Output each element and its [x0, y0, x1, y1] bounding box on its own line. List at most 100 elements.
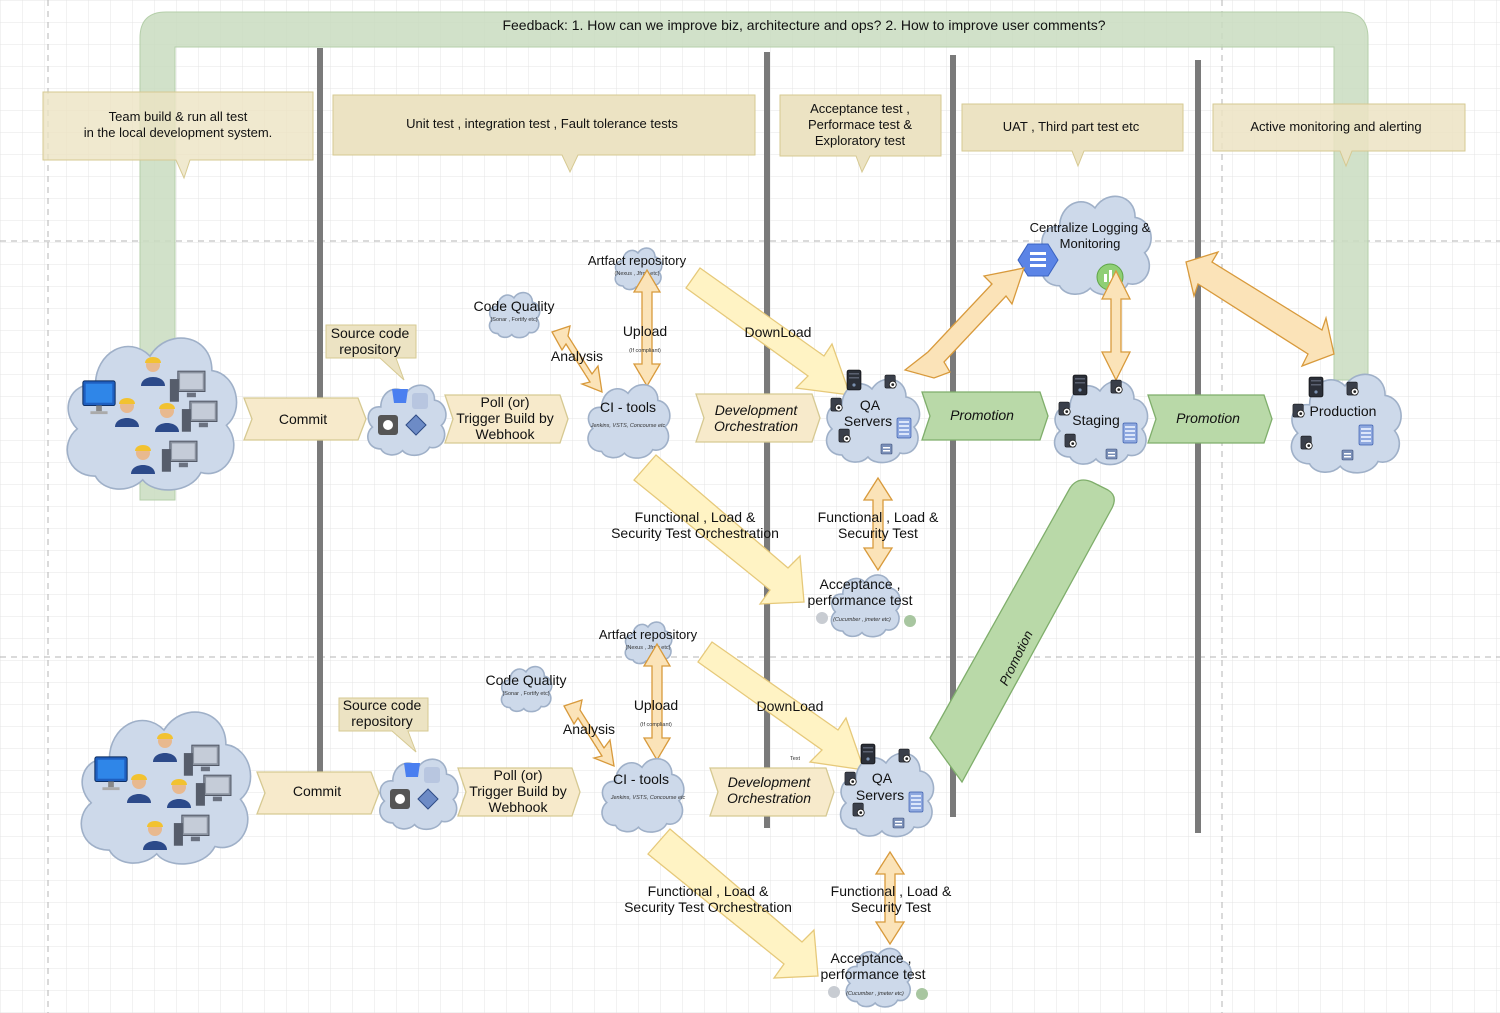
code-quality-sub: (Sonar , Fortify etc): [502, 691, 549, 697]
commit-arrow: Commit: [256, 771, 380, 815]
promotion-label-2: Promotion: [1176, 410, 1240, 426]
stray-text-label: Text: [790, 756, 801, 762]
callout-monitoring-text: Active monitoring and alerting: [1250, 119, 1421, 134]
artifact-label: Artfact repository: [588, 253, 687, 268]
production-logging-double-arrow: [1185, 250, 1335, 368]
tool-icon: [916, 988, 928, 1000]
callout-unit-test: Unit test , integration test , Fault tol…: [332, 94, 756, 174]
svg-text:Acceptance ,performance test: Acceptance ,performance test: [807, 576, 912, 608]
source-repo-line1: Source code: [331, 325, 410, 341]
functional-test-line2: Security Test: [838, 525, 918, 541]
acc-perf-sub: (Cucumber , jmeter etc): [846, 991, 904, 997]
promotion-label-1: Promotion: [950, 407, 1014, 423]
analysis-double-arrow: Analysis: [551, 325, 603, 394]
callout-monitoring: Active monitoring and alerting: [1212, 103, 1466, 168]
dev-orch-line2: Orchestration: [714, 418, 798, 434]
tool-icon: [904, 615, 916, 627]
qa-line1: QA: [872, 770, 893, 786]
artifact-sub: (Nexus , Jfrog etc): [615, 271, 660, 277]
functional-test-double-arrow: Functional , Load &Security Test: [831, 850, 952, 946]
functional-orchestration-arrow: Functional , Load &Security Test Orchest…: [624, 828, 819, 979]
qa-logging-double-arrow: [903, 267, 1025, 379]
promotion-arrow-staging-production: Promotion: [1147, 394, 1273, 444]
poll-line2: Trigger Build by: [469, 783, 567, 799]
production-label: Production: [1310, 403, 1377, 419]
acc-perf-line2: performance test: [820, 966, 925, 982]
artifact-cloud: Artfact repository (Nexus , Jfrog etc): [599, 621, 698, 665]
upload-sub: (If compliant): [640, 722, 672, 728]
feedback-text: Feedback: 1. How can we improve biz, arc…: [502, 17, 1105, 33]
poll-line1: Poll (or): [480, 394, 529, 410]
source-repo-line1: Source code: [343, 697, 422, 713]
functional-test-double-arrow: Functional , Load &Security Test: [818, 476, 939, 572]
svg-text:Centralize Logging &Monitoring: Centralize Logging &Monitoring: [1030, 220, 1151, 251]
poll-line3: Webhook: [489, 799, 549, 815]
callout-acceptance-line2: Performace test &: [808, 117, 912, 132]
download-arrow: DownLoad: [685, 267, 851, 396]
logging-line2: Monitoring: [1060, 236, 1121, 251]
callout-acceptance-line3: Exploratory test: [815, 133, 906, 148]
ci-tools-label: CI - tools: [613, 771, 669, 787]
source-repo-line2: repository: [351, 713, 412, 729]
logging-line1: Centralize Logging &: [1030, 220, 1151, 235]
download-label: DownLoad: [745, 324, 812, 340]
dev-orch-line1: Development: [728, 774, 812, 790]
dev-orch-line2: Orchestration: [727, 790, 811, 806]
qa-line2: Servers: [856, 787, 904, 803]
acc-perf-line2: performance test: [807, 592, 912, 608]
source-repo-line2: repository: [339, 341, 400, 357]
functional-test-line1: Functional , Load &: [818, 509, 939, 525]
ci-tools-cloud: CI - tools Jenkins, VSTS, Concourse etc: [601, 757, 686, 834]
upload-label: Upload: [623, 323, 667, 339]
download-label: DownLoad: [757, 698, 824, 714]
artifact-sub: (Nexus , Jfrog etc): [626, 645, 671, 651]
commit-label: Commit: [279, 411, 327, 427]
production-cloud: Production: [1290, 373, 1403, 474]
acceptance-performance-cloud: Acceptance ,performance test (Cucumber ,…: [820, 947, 928, 1008]
callout-uat: UAT , Third part test etc: [961, 103, 1184, 168]
svg-text:Acceptance test ,Performace te: Acceptance test ,Performace test &Explor…: [808, 101, 912, 148]
qa-line2: Servers: [844, 413, 892, 429]
functional-orch-line1: Functional , Load &: [648, 883, 769, 899]
analysis-label: Analysis: [551, 348, 603, 364]
logging-cloud: Centralize Logging &Monitoring: [1017, 194, 1153, 297]
tool-icon: [816, 612, 828, 624]
poll-line1: Poll (or): [493, 767, 542, 783]
functional-orch-line2: Security Test Orchestration: [624, 899, 792, 915]
callout-team-line2: in the local development system.: [84, 125, 273, 140]
ci-tools-cloud: CI - tools Jenkins, VSTS, Concourse etc: [587, 383, 671, 460]
callout-acceptance-line1: Acceptance test ,: [810, 101, 910, 116]
functional-test-line2: Security Test: [851, 899, 931, 915]
analysis-label: Analysis: [563, 721, 615, 737]
callout-unit-text: Unit test , integration test , Fault tol…: [406, 116, 678, 131]
upload-double-arrow: Upload (If compliant): [623, 268, 667, 388]
acc-perf-sub: (Cucumber , jmeter etc): [833, 617, 891, 623]
callout-uat-text: UAT , Third part test etc: [1003, 119, 1140, 134]
code-quality-label: Code Quality: [486, 672, 567, 688]
svg-text:Functional , Load &Security Te: Functional , Load &Security Test: [818, 509, 939, 541]
dev-orch-line1: Development: [715, 402, 799, 418]
artifact-cloud: Artfact repository (Nexus , Jfrog etc): [588, 247, 687, 291]
acc-perf-line1: Acceptance ,: [831, 950, 912, 966]
artifact-label: Artfact repository: [599, 627, 698, 642]
acc-perf-line1: Acceptance ,: [820, 576, 901, 592]
commit-label: Commit: [293, 783, 341, 799]
